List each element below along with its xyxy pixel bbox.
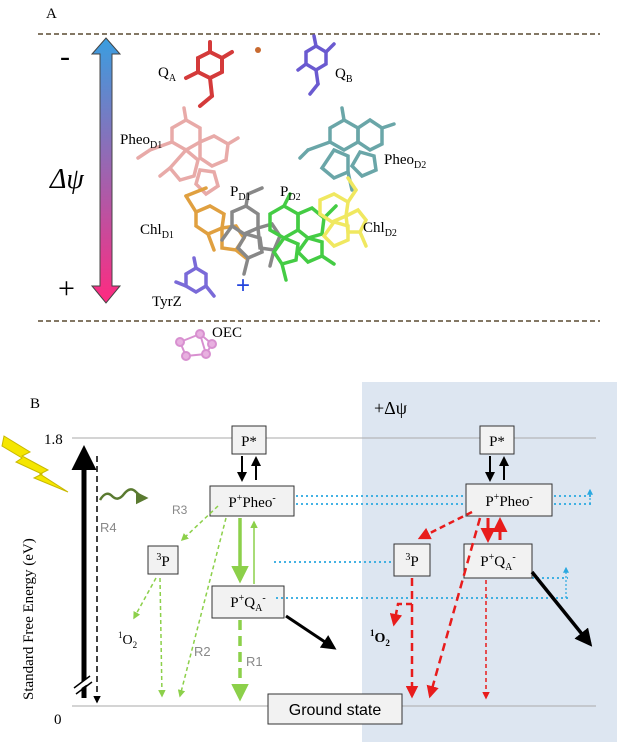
tick-label-0: 0 xyxy=(54,712,62,728)
pheo-d1-label: PheoD1 xyxy=(120,132,162,151)
left-p-pheo-box xyxy=(209,485,295,517)
chl-d2-molecule xyxy=(318,176,369,249)
plus-sign: + xyxy=(58,272,75,305)
right-pheo-recombination-arrow xyxy=(426,517,482,699)
right-p-pheo-text: P+Pheo- xyxy=(485,492,532,510)
chl-d1-label: ChlD1 xyxy=(140,222,174,241)
p-d2-label: PD2 xyxy=(280,184,301,203)
oec-label: OEC xyxy=(212,325,242,341)
right-p-qa-box xyxy=(463,543,533,579)
r4-label: R4 xyxy=(100,520,117,535)
left-p-star-text: P* xyxy=(241,434,257,450)
right-singlet-oxygen-text: 1O2 xyxy=(370,628,390,648)
axis-break-mark-2 xyxy=(75,681,93,695)
panel-a-label: A xyxy=(46,6,57,22)
delta-psi-label: Δψ xyxy=(49,164,84,195)
left-p-star-box xyxy=(231,425,267,455)
qb-molecule xyxy=(296,34,336,96)
pheo-d1-molecule xyxy=(136,106,240,197)
y-axis-label: Standard Free Energy (eV) xyxy=(21,538,37,700)
qa-label: QA xyxy=(158,65,177,84)
energy-transfer-wavy-arrow xyxy=(98,488,149,505)
left-p-pheo-text: P+Pheo- xyxy=(228,493,275,511)
left-forward-transfer-arrow xyxy=(285,614,337,650)
left-triplet-box xyxy=(147,545,179,575)
pheo-d2-label: PheoD2 xyxy=(384,152,426,171)
r1-label: R1 xyxy=(246,654,263,669)
iron-atom xyxy=(255,47,261,53)
left-p-qa-box xyxy=(211,585,285,619)
qb-label: QB xyxy=(335,66,353,85)
r2-label: R2 xyxy=(194,644,211,659)
left-r2-recombination-arrow xyxy=(177,517,227,698)
minus-sign: - xyxy=(60,40,70,73)
right-p-qa-text: P+QA- xyxy=(480,552,515,573)
right-triplet-text: 3P xyxy=(405,552,418,570)
qa-molecule xyxy=(184,40,234,108)
shaded-region-label: +Δψ xyxy=(374,398,408,418)
membrane-potential-arrow xyxy=(90,37,122,304)
left-triplet-text: 3P xyxy=(156,552,169,570)
r3-label: R3 xyxy=(172,503,188,517)
ground-state-box xyxy=(267,693,403,725)
right-forward-transfer-arrow xyxy=(530,570,593,647)
panel-b-label: B xyxy=(30,396,40,412)
right-triplet-to-singlet-o2-arrow xyxy=(389,602,412,627)
axis-break-gap xyxy=(72,675,94,693)
ground-state-label: Ground state xyxy=(289,702,382,719)
oec-cluster xyxy=(175,329,217,361)
p-d1-label: PD1 xyxy=(230,184,251,203)
tyrz-label: TyrZ xyxy=(152,294,182,310)
light-flash-icon xyxy=(1,435,69,493)
right-p-pheo-box xyxy=(465,483,553,517)
left-p-qa-text: P+QA- xyxy=(230,593,265,614)
right-p-star-text: P* xyxy=(489,434,505,450)
tick-label-1-8: 1.8 xyxy=(44,432,63,448)
right-triplet-box xyxy=(393,543,431,577)
hole-charge-plus: + xyxy=(236,272,250,299)
left-pheo-to-triplet-arrow xyxy=(180,505,219,542)
chl-d2-label: ChlD2 xyxy=(363,220,397,239)
tyrz-molecule xyxy=(174,256,216,298)
left-triplet-decay-arrow xyxy=(158,577,166,698)
left-triplet-to-singlet-o2-arrow xyxy=(133,577,157,620)
right-p-star-box xyxy=(479,425,515,455)
left-singlet-oxygen-text: 1O2 xyxy=(118,630,137,650)
axis-break-mark-1 xyxy=(73,675,91,689)
